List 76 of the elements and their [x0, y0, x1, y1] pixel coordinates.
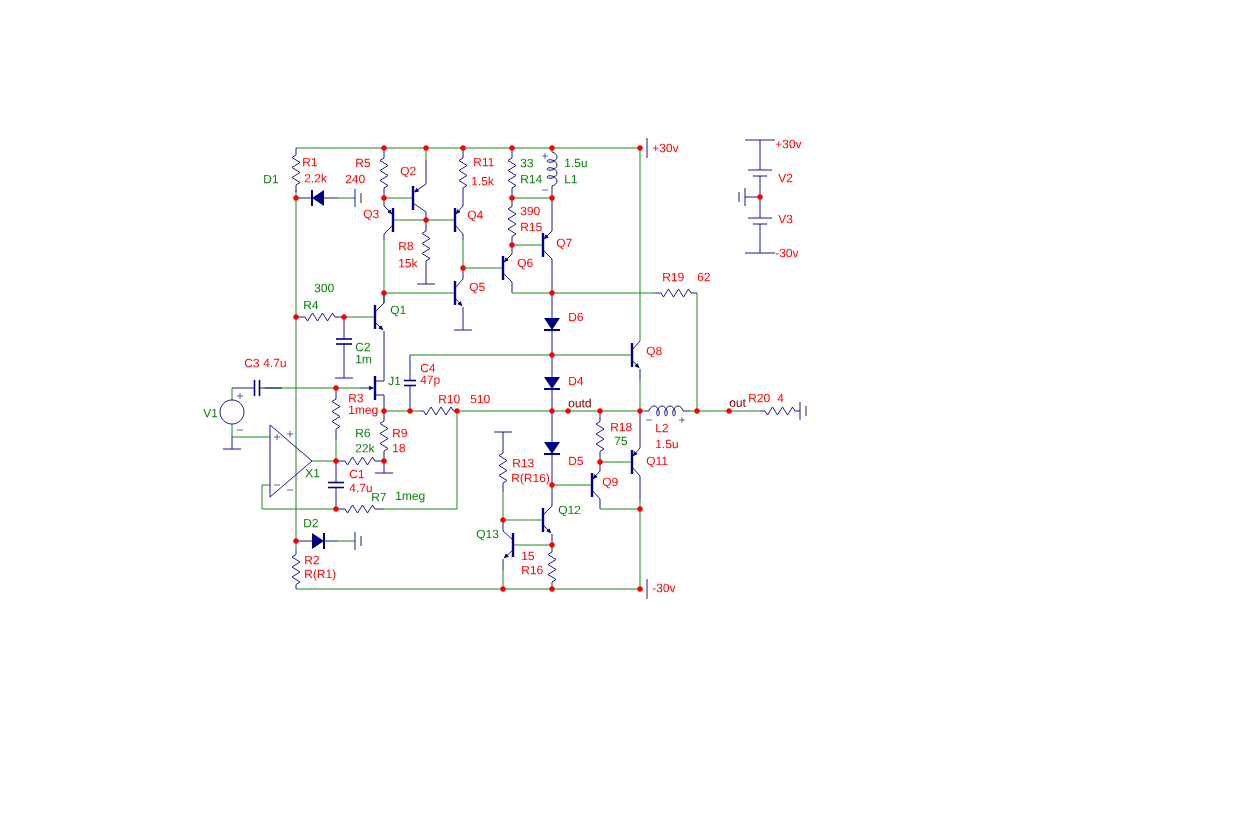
part-name: C3 — [244, 358, 259, 368]
part-name: V2 — [778, 173, 793, 183]
supply-label: +30v — [775, 139, 802, 149]
part-name: Q9 — [602, 477, 618, 489]
part-value: 1.5u — [565, 158, 587, 168]
part-value: 1.5k — [472, 176, 494, 186]
part-name: Q11 — [646, 456, 668, 468]
part-value: 4 — [777, 393, 784, 403]
part-value: 62 — [697, 272, 710, 282]
part-name: C4 — [420, 363, 436, 373]
part-name: Q4 — [467, 210, 483, 222]
part-name: R3 — [349, 393, 363, 403]
part-value: 15k — [399, 258, 418, 268]
part-name: Q13 — [476, 529, 499, 541]
part-name: Q5 — [469, 282, 485, 294]
part-value: 75 — [614, 436, 628, 446]
part-name: R15 — [521, 222, 542, 232]
part-name: R1 — [303, 157, 317, 167]
part-value: 4.7u — [263, 358, 286, 368]
part-name: R16 — [522, 565, 543, 575]
part-name: R11 — [474, 157, 494, 167]
part-name: Q6 — [517, 258, 533, 270]
part-name: D5 — [569, 456, 584, 466]
part-value: 1.5u — [656, 439, 678, 449]
part-value: R(R16) — [512, 473, 550, 485]
part-name: R4 — [304, 300, 319, 310]
part-name: D4 — [569, 376, 584, 386]
supply-label: -30v — [775, 248, 799, 258]
part-name: R8 — [399, 241, 413, 251]
part-value: 33 — [520, 158, 534, 168]
supply-label: +30v — [652, 143, 679, 153]
part-value: 300 — [314, 283, 334, 293]
part-name: R19 — [663, 272, 684, 282]
part-name: L1 — [565, 174, 577, 184]
part-name: D1 — [264, 174, 278, 184]
part-name: R9 — [393, 428, 407, 438]
part-value: 510 — [470, 394, 490, 404]
part-name: Q1 — [390, 305, 406, 317]
part-value: 240 — [345, 174, 365, 184]
part-value: 1meg — [396, 491, 425, 503]
part-value: 15 — [522, 551, 535, 561]
part-name: V3 — [778, 214, 793, 224]
part-name: R5 — [356, 158, 371, 168]
supply-label: -30v — [652, 583, 676, 593]
part-name: X1 — [305, 468, 320, 478]
part-value: 1meg — [349, 405, 378, 417]
part-name: D6 — [569, 312, 583, 322]
net-label: out — [729, 399, 746, 407]
part-name: R6 — [356, 428, 370, 438]
part-name: C2 — [355, 342, 370, 352]
part-name: Q3 — [363, 209, 379, 221]
part-name: R2 — [305, 555, 319, 565]
part-name: J1 — [388, 376, 401, 386]
part-value: 390 — [520, 206, 540, 216]
part-name: R10 — [439, 394, 460, 404]
part-value: 47p — [420, 375, 440, 387]
part-value: 18 — [393, 443, 406, 453]
part-name: R7 — [372, 492, 386, 502]
part-value: 1m — [356, 354, 372, 364]
part-name: R18 — [611, 422, 632, 432]
part-name: V1 — [203, 408, 218, 418]
part-name: R13 — [513, 458, 534, 468]
net-label: outd — [568, 398, 591, 408]
part-name: L2 — [656, 423, 668, 433]
part-name: R14 — [521, 174, 542, 184]
part-value: R(R1) — [305, 569, 336, 581]
part-value: 4.7u — [349, 483, 372, 493]
part-name: C1 — [349, 469, 364, 479]
part-name: Q2 — [400, 166, 416, 178]
part-name: R20 — [749, 393, 770, 403]
part-name: Q7 — [556, 238, 572, 250]
part-name: D2 — [304, 518, 318, 528]
part-name: Q8 — [646, 346, 662, 358]
part-name: Q12 — [558, 505, 581, 517]
part-value: 2.2k — [304, 173, 327, 183]
part-value: 22k — [355, 443, 375, 453]
